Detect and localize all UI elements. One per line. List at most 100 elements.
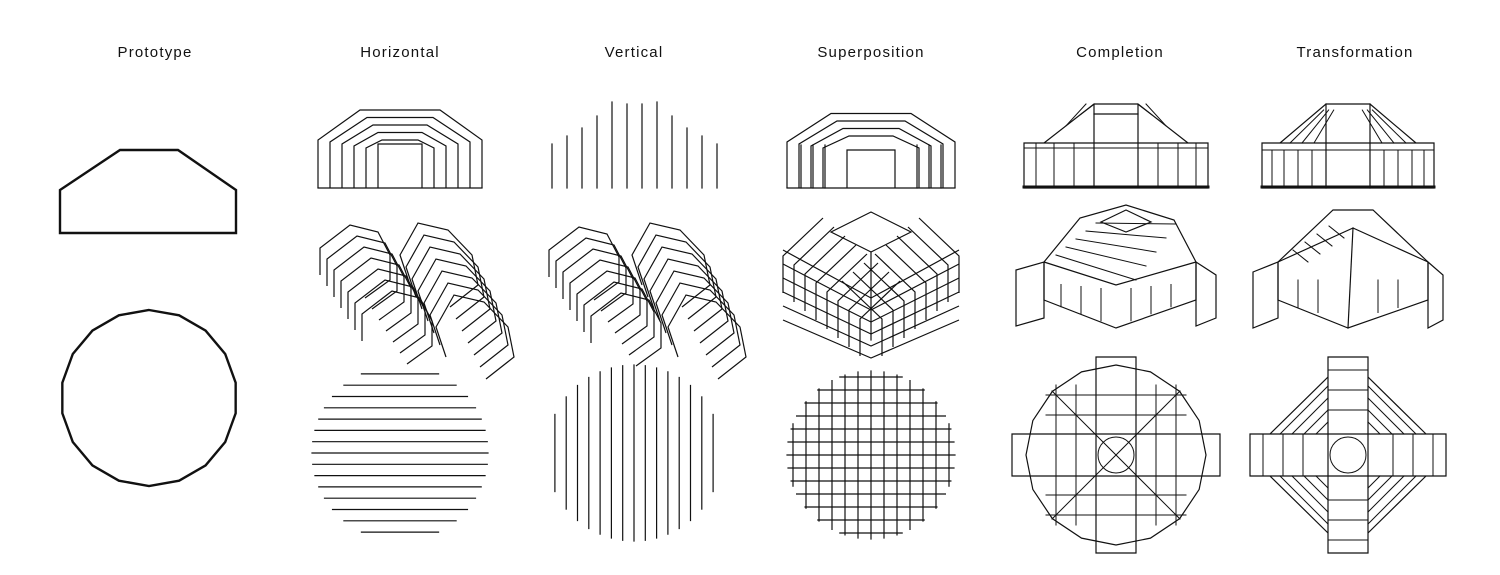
superposition-iso-ring-6	[783, 320, 959, 358]
completion-plan-vertical-wing	[1096, 357, 1136, 553]
transformation-elev-roof-rib-6	[1372, 110, 1406, 143]
completion-elev-roof-rib-2	[1080, 104, 1094, 115]
transformation-plan-slat-ne-3	[1368, 398, 1404, 434]
vertical-iso-right-layer-5	[656, 271, 734, 355]
superposition-iso-rib-a-8	[860, 281, 900, 356]
transformation-plan-slat-nw-3	[1292, 398, 1328, 434]
transformation-iso-slat-3	[1317, 234, 1332, 246]
superposition-plan	[787, 371, 955, 539]
horizontal-iso-left-layer-1	[320, 225, 390, 298]
vertical-iso-right-layer-6	[662, 283, 740, 367]
transformation-iso-left-wing	[1253, 262, 1278, 328]
superposition-iso-rib-b-6	[864, 263, 904, 338]
transformation-iso-right-wing	[1428, 262, 1443, 328]
vertical-iso-right-layer-3	[644, 247, 722, 331]
completion-iso-facet-2	[1066, 247, 1146, 266]
superposition-iso-rib-b-2	[908, 227, 948, 302]
column-headers: Prototype Horizontal Vertical Superposit…	[0, 44, 1500, 68]
transformation-plan-slat-nw-4	[1280, 386, 1328, 434]
superposition-iso-rib-b-8	[842, 281, 882, 356]
title-completion: Completion	[1076, 44, 1164, 61]
transformation-plan-slat-sw-2	[1304, 476, 1328, 500]
superposition-elevation	[787, 114, 955, 189]
completion-plan-polygon	[1026, 365, 1206, 545]
transformation-elev-roof-rib-3	[1314, 110, 1334, 143]
completion-iso-facet-3	[1076, 239, 1156, 252]
completion-elev-roof-rib-3	[1138, 104, 1152, 115]
horizontal-plan	[312, 374, 488, 532]
vertical-iso-left-layer-5	[577, 271, 647, 344]
superposition-iso-rib-b-3	[897, 236, 937, 311]
superposition-shell-3	[811, 129, 931, 189]
transformation-plan-slat-sw-3	[1292, 476, 1328, 512]
superposition-shell-2	[799, 121, 943, 188]
horizontal-iso-right-layer-4	[418, 259, 496, 343]
transformation-iso-slat-4	[1329, 226, 1344, 238]
horizontal-iso-left-layer-4	[341, 258, 411, 331]
horizontal-iso-right-layer-1	[400, 223, 478, 307]
transformation-plan-slat-se-1	[1368, 476, 1380, 488]
superposition-iso-rib-b-5	[875, 254, 915, 329]
transformation-plan-slat-ne-1	[1368, 422, 1380, 434]
horizontal-iso-left-layer-7	[362, 291, 432, 364]
completion-elevation	[1024, 104, 1208, 188]
transformation-elev-roof-rib-2	[1302, 110, 1329, 143]
prototype-column	[60, 150, 236, 486]
transformation-plan-slat-se-4	[1368, 476, 1416, 524]
title-transformation: Transformation	[1296, 44, 1414, 61]
prototype-polygon-outline	[62, 310, 235, 486]
horizontal-iso-right-layer-6	[430, 283, 508, 367]
transformation-plan-slat-ne-4	[1368, 386, 1416, 434]
completion-iso-facet-4	[1086, 231, 1166, 238]
superposition-iso-rib-a-3	[805, 236, 845, 311]
title-superposition: Superposition	[817, 44, 925, 61]
title-vertical: Vertical	[604, 44, 664, 61]
vertical-plan	[555, 365, 713, 541]
horizontal-iso-left-layer-3	[334, 247, 404, 320]
transformation-plan-slat-ne-2	[1368, 410, 1392, 434]
vertical-iso-left-layer-3	[563, 249, 633, 322]
transformation-iso-center-edge	[1348, 228, 1353, 328]
transformation-elev-roof	[1280, 104, 1416, 143]
vertical-column	[549, 102, 746, 541]
transformation-plan-slat-sw-4	[1280, 476, 1328, 524]
transformation-isometric	[1253, 210, 1443, 328]
vertical-iso-right-layer-4	[650, 259, 728, 343]
horizontal-shell-2	[330, 118, 470, 189]
completion-plan	[1012, 357, 1220, 553]
vertical-iso-left-layer-7	[591, 293, 661, 366]
transformation-plan-slat-se-2	[1368, 476, 1392, 500]
completion-iso-left-wing	[1016, 262, 1044, 326]
completion-iso-facet-5	[1096, 223, 1176, 224]
completion-plan-diagonal-b	[1052, 391, 1180, 519]
horizontal-elevation	[318, 110, 482, 188]
transformation-plan-oculus	[1330, 437, 1366, 473]
superposition-column	[783, 114, 959, 540]
title-prototype: Prototype	[117, 44, 193, 61]
transformation-plan-chamfer-se	[1368, 476, 1426, 533]
completion-iso-drum-rim	[1044, 262, 1196, 285]
completion-isometric	[1016, 205, 1216, 328]
transformation-plan-vertical-wing	[1328, 357, 1368, 553]
superposition-iso-rib-a-2	[794, 227, 834, 302]
superposition-iso-crown	[831, 212, 911, 252]
transformation-plan-horizontal-wing	[1250, 434, 1446, 476]
superposition-shell-1	[787, 114, 955, 189]
superposition-iso-rib-b-1	[919, 218, 959, 293]
transformation-plan-slat-se-3	[1368, 476, 1404, 512]
horizontal-iso-right-layer-5	[424, 271, 502, 355]
vertical-iso-right-layer-2	[638, 235, 716, 319]
transformation-iso-slat-2	[1305, 242, 1320, 254]
transformation-plan	[1250, 357, 1446, 553]
transformation-iso-slat-1	[1293, 250, 1308, 262]
transformation-elev-roof-rib-5	[1367, 110, 1394, 143]
vertical-iso-left-layer-6	[584, 282, 654, 355]
vertical-iso-left-layer-4	[570, 260, 640, 333]
horizontal-iso-right-layer-7	[436, 295, 514, 379]
superposition-core-frame	[847, 150, 895, 188]
transformation-plan-chamfer-nw	[1270, 377, 1328, 434]
superposition-iso-rib-b-7	[853, 272, 893, 347]
horizontal-isometric	[320, 223, 514, 379]
transformation-plan-chamfer-ne	[1368, 377, 1426, 434]
superposition-iso-rib-a-5	[827, 254, 867, 329]
